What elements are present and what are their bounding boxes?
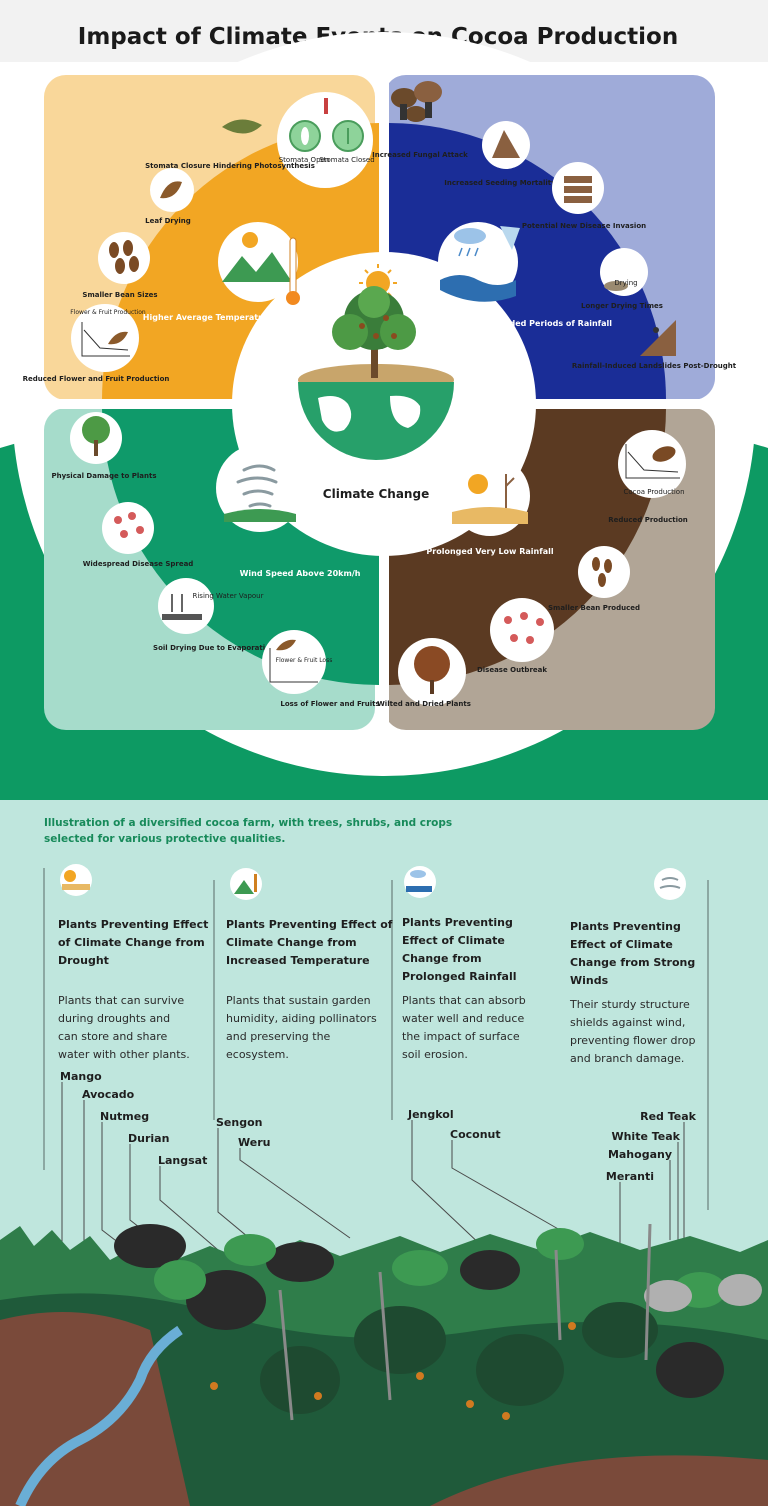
impact-loss-flower: Loss of Flower and Fruits [280, 700, 379, 708]
plant-white-teak: White Teak [611, 1130, 680, 1143]
temperature-column-description: Plants that sustain garden humidity, aid… [226, 994, 380, 1061]
rainfall-column-title: Plants Preventing Effect of Climate Chan… [402, 916, 517, 983]
beans-icon [98, 232, 150, 284]
drought-column-description: Plants that can survive during droughts … [58, 994, 190, 1061]
rainfall-column-description: Plants that can absorb water well and re… [402, 994, 529, 1061]
impact-fungal-attack: Increased Fungal Attack [372, 151, 468, 159]
impact-reduced-production: Reduced Production [608, 516, 688, 524]
damaged-plant-icon [70, 412, 122, 464]
plant-meranti: Meranti [606, 1170, 654, 1183]
drying-label: Drying [614, 279, 637, 287]
impact-longer-drying: Longer Drying Times [581, 302, 663, 310]
globe-tree-icon [298, 264, 454, 460]
temperature-cause-icon [218, 222, 300, 305]
temperature-column-title: Plants Preventing Effect of Climate Chan… [226, 918, 396, 967]
drying-icon [600, 248, 648, 296]
flower-fruit-loss-label: Flower & Fruit Loss [276, 657, 333, 664]
leaf-drying-icon [150, 168, 194, 212]
wind-column-title: Plants Preventing Effect of Climate Chan… [570, 920, 699, 987]
impact-landslides: Rainfall-Induced Landslides Post-Drought [572, 362, 737, 370]
impact-reduced-flower: Reduced Flower and Fruit Production [23, 375, 170, 383]
plant-weru: Weru [238, 1136, 270, 1149]
smaller-bean-icon [578, 546, 630, 598]
impact-disease-invasion: Potential New Disease Invasion [522, 222, 646, 230]
impact-stomata-closure: Stomata Closure Hindering Photosynthesis [145, 162, 315, 170]
wind-column-description: Their sturdy structure shields against w… [569, 998, 699, 1065]
wind-column-icon [654, 868, 686, 900]
drought-column-icon [60, 864, 92, 896]
plant-avocado: Avocado [82, 1088, 135, 1101]
wind-cause-label: Wind Speed Above 20km/h [240, 569, 361, 578]
center-label: Climate Change [323, 487, 429, 501]
impact-leaf-drying: Leaf Drying [145, 217, 191, 225]
rainfall-column-icon [404, 866, 436, 898]
evaporation-icon [158, 578, 214, 634]
wilted-plant-icon [398, 638, 466, 706]
flower-fruit-production-label: Flower & Fruit Production [70, 309, 146, 316]
impact-smaller-bean: Smaller Bean Sizes [82, 291, 157, 299]
leaf-icon [222, 119, 262, 134]
plant-red-teak: Red Teak [640, 1110, 697, 1123]
cocoa-production-icon [618, 430, 686, 498]
farm-intro: Illustration of a diversified cocoa farm… [44, 817, 456, 845]
rising-vapour-label: Rising Water Vapour [193, 592, 264, 600]
impact-soil-drying: Soil Drying Due to Evaporation [153, 644, 275, 652]
landslide-icon [640, 320, 676, 356]
impact-seeding-mortality: Increased Seeding Mortality [444, 179, 556, 187]
flower-fruit-loss-icon [262, 630, 326, 694]
stomata-icon [277, 92, 373, 188]
plant-langsat: Langsat [158, 1154, 207, 1167]
forest-illustration [0, 1223, 768, 1506]
seedling-mortality-icon [482, 121, 530, 169]
flower-fruit-production-icon [71, 304, 139, 372]
cocoa-production-label: Cocoa Production [623, 488, 684, 496]
plant-jengkol: Jengkol [407, 1108, 454, 1121]
wind-cause-icon [216, 444, 304, 532]
plant-mango: Mango [60, 1070, 102, 1083]
temperature-cause-label: Higher Average Temperature [143, 313, 274, 322]
stomata-open-label: Stomata Open [279, 156, 330, 164]
farm-intro-line-1: Illustration of a diversified cocoa farm… [44, 817, 452, 829]
rainfall-cause-icon [438, 222, 520, 302]
impact-smaller-bean-produced: Smaller Bean Produced [548, 604, 640, 612]
disease-invasion-icon [552, 162, 604, 214]
plant-coconut: Coconut [450, 1128, 501, 1141]
farm-intro-line-2: selected for various protective qualitie… [44, 833, 285, 845]
disease-spread-icon [102, 502, 154, 554]
plant-mahogany: Mahogany [608, 1148, 672, 1161]
rainfall-cause-label: Extended Periods of Rainfall [484, 319, 612, 328]
impact-wilted-plants: Wilted and Dried Plants [377, 700, 471, 708]
plant-durian: Durian [128, 1132, 169, 1145]
stomata-closed-label: Stomata Closed [319, 156, 374, 164]
fungus-icon [391, 81, 442, 122]
plant-nutmeg: Nutmeg [100, 1110, 149, 1123]
impact-disease-outbreak: Disease Outbreak [477, 666, 547, 674]
disease-outbreak-icon [490, 598, 554, 662]
impact-physical-damage: Physical Damage to Plants [51, 472, 156, 480]
drought-cause-icon [450, 456, 530, 536]
impact-disease-spread: Widespread Disease Spread [83, 560, 194, 568]
plant-sengon: Sengon [216, 1116, 262, 1129]
drought-column-title: Plants Preventing Effect of Climate Chan… [58, 918, 212, 967]
drought-cause-label: Prolonged Very Low Rainfall [426, 547, 553, 556]
temperature-column-icon [230, 868, 262, 900]
